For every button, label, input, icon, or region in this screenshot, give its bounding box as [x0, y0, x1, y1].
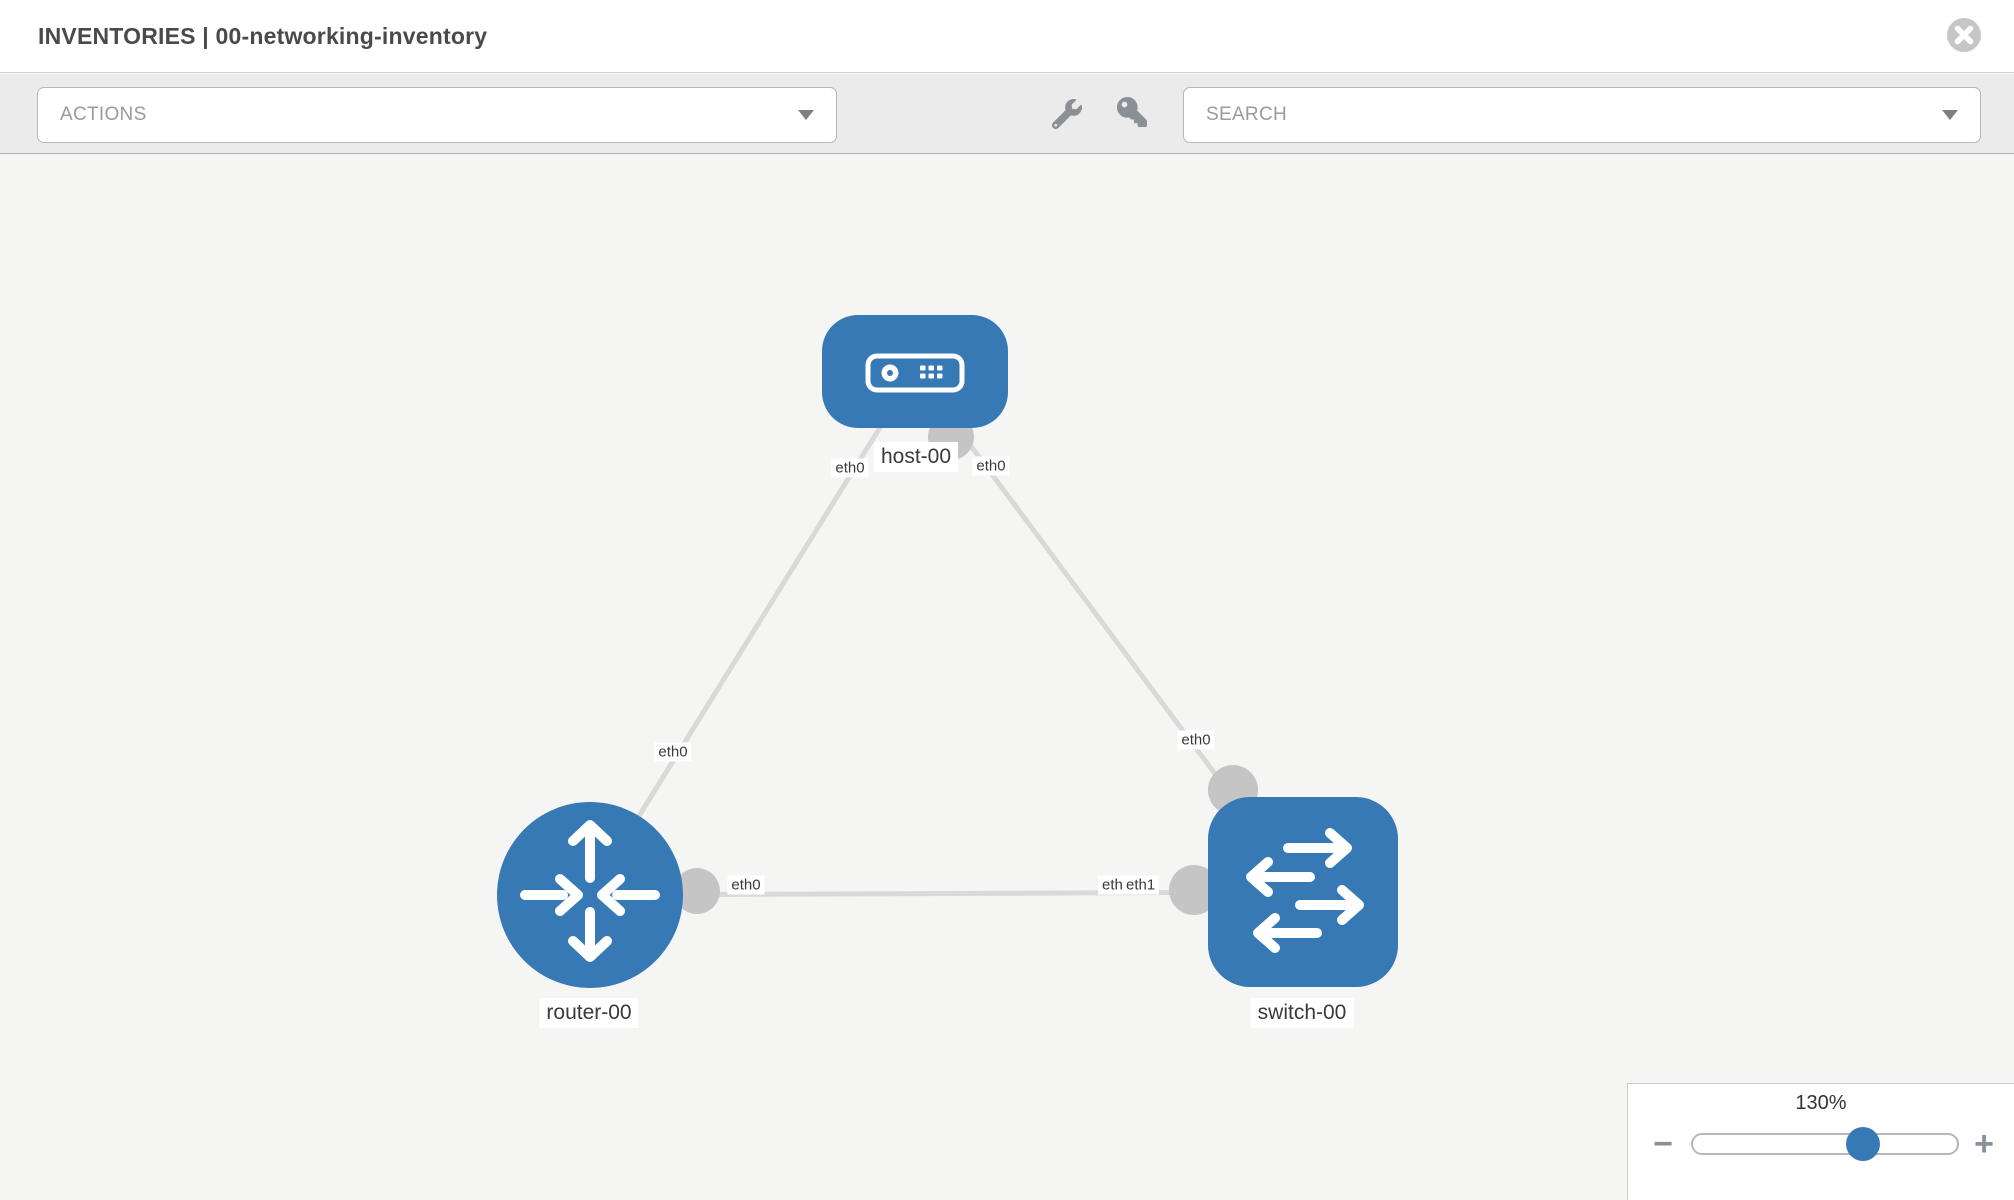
node-switch-00[interactable] [1208, 797, 1398, 987]
iface-label-host-right: eth0 [972, 456, 1010, 476]
node-label-host: host-00 [873, 442, 959, 472]
toolbar: ACTIONS SEARCH [0, 74, 2014, 154]
node-label-router: router-00 [539, 998, 639, 1028]
node-label-switch: switch-00 [1250, 998, 1354, 1028]
actions-dropdown[interactable]: ACTIONS [37, 87, 837, 143]
search-dropdown-label: SEARCH [1206, 104, 1287, 125]
node-host-00[interactable] [822, 315, 1008, 428]
page-title: INVENTORIES | 00-networking-inventory [38, 23, 488, 49]
zoom-slider-knob[interactable] [1846, 1127, 1880, 1161]
caret-down-icon [1942, 110, 1958, 120]
zoom-slider-track[interactable] [1691, 1127, 1959, 1161]
wrench-icon [1052, 99, 1082, 129]
iface-label-host-left: eth0 [831, 458, 869, 478]
zoom-panel: 130% − + [1627, 1083, 2014, 1200]
iface-label-switch-link: eth0 [1177, 730, 1215, 750]
iface-label-middle-left: eth0 [727, 875, 765, 895]
header: INVENTORIES | 00-networking-inventory [0, 0, 2014, 73]
interface-dot-switch-left [1169, 865, 1219, 915]
interface-dot-router [674, 868, 720, 914]
zoom-out-button[interactable]: − [1647, 1127, 1679, 1161]
zoom-level: 130% [1795, 1092, 1847, 1114]
zoom-in-button[interactable]: + [1968, 1127, 2000, 1161]
credentials-button[interactable] [1112, 92, 1152, 132]
topology-svg [497, 315, 1398, 988]
close-button[interactable] [1946, 17, 1982, 53]
iface-label-middle-right-front: eth1 [1122, 875, 1160, 895]
host-icon [865, 353, 965, 393]
switch-arrows-icon [1246, 828, 1364, 953]
actions-dropdown-label: ACTIONS [60, 104, 147, 125]
search-dropdown[interactable]: SEARCH [1183, 87, 1981, 143]
caret-down-icon [798, 110, 814, 120]
node-router-00[interactable] [497, 802, 683, 988]
topology-canvas[interactable]: eth0 eth0 eth0 eth0 eth0 eth0 eth1 host-… [0, 155, 2014, 1200]
link-host-router[interactable] [587, 369, 918, 897]
configure-button[interactable] [1047, 94, 1087, 134]
iface-label-router-link: eth0 [654, 742, 692, 762]
router-arrows-icon [520, 820, 660, 962]
key-icon [1117, 97, 1147, 127]
close-icon [1947, 18, 1981, 52]
